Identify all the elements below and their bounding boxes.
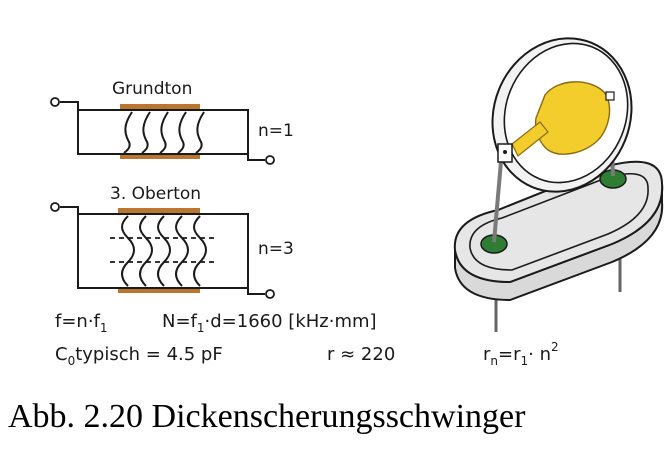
output-lead: [247, 154, 265, 161]
support-post-left: [492, 149, 504, 243]
fundamental-title: Grundton: [112, 79, 192, 99]
input-terminal: [50, 97, 60, 107]
overtone-mode-label: n=3: [258, 239, 294, 259]
shear-lines: [121, 215, 207, 287]
input-lead: [60, 101, 79, 110]
overtone-title: 3. Oberton: [110, 184, 201, 204]
base-inner-outline: [469, 172, 649, 271]
crystal-plate: [77, 213, 249, 289]
fundamental-mode-label: n=1: [258, 121, 294, 141]
overtone-resonator: 3. Oberton n=3: [50, 184, 294, 299]
crystal-holder-illustration: [453, 37, 664, 332]
bottom-electrode: [118, 288, 200, 293]
shear-lines: [123, 111, 205, 154]
crystal-plate: [77, 109, 249, 155]
input-terminal: [50, 202, 60, 212]
input-lead: [60, 206, 79, 214]
fundamental-resonator: Grundton n=1: [50, 79, 294, 165]
frequency-constant-formula: N=f1·d=1660 [kHz·mm]: [162, 311, 377, 335]
base-top: [453, 160, 664, 284]
top-electrode: [120, 104, 200, 109]
bottom-electrode: [120, 154, 200, 159]
clip-rivet: [503, 150, 507, 154]
top-electrode: [118, 208, 200, 213]
electrode-tab: [511, 121, 549, 157]
output-lead: [247, 288, 265, 295]
capacitance-formula: C0typisch = 4.5 pF: [55, 344, 223, 368]
formula-block: f=n·f1 N=f1·d=1660 [kHz·mm] C0typisch = …: [55, 311, 559, 368]
contact-point-right: [605, 91, 615, 101]
frequency-formula: f=n·f1: [55, 311, 108, 335]
figure-caption: Abb. 2.20 Dickenscherungsschwinger: [8, 398, 526, 435]
output-terminal: [265, 289, 275, 299]
gold-electrode: [534, 81, 611, 155]
radius-formula: rn=r1· n2: [483, 340, 559, 368]
output-terminal: [265, 155, 275, 165]
ratio-formula: r ≈ 220: [327, 344, 395, 365]
